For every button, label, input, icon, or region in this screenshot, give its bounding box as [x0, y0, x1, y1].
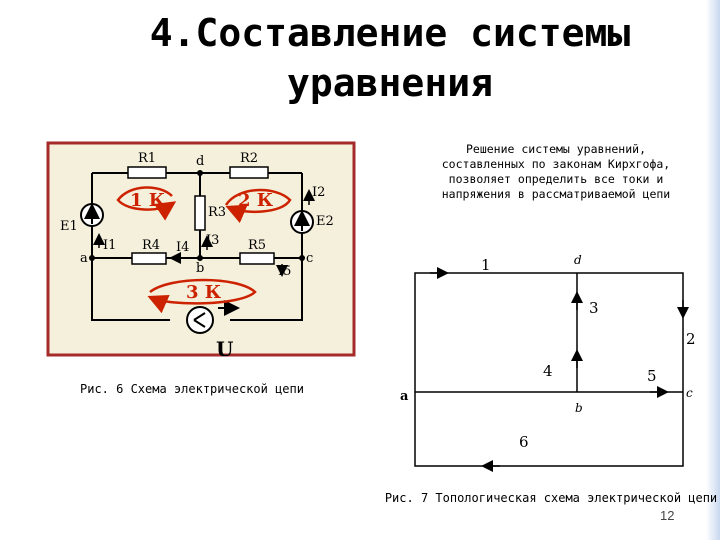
- figure7-caption: Рис. 7 Топологическая схема электрическо…: [384, 491, 718, 505]
- resistor-r2: [229, 166, 269, 179]
- label-r3: R3: [208, 205, 226, 220]
- label-r5: R5: [248, 238, 266, 253]
- label-i1: I1: [103, 238, 116, 253]
- label-c: c: [306, 251, 313, 266]
- decorative-strip: [706, 0, 720, 540]
- label-u: U: [216, 337, 233, 361]
- resistor-r5: [239, 252, 275, 265]
- label-r1: R1: [138, 151, 156, 166]
- label-i2: I2: [312, 185, 325, 200]
- resistor-r3: [194, 195, 206, 231]
- source-e2: [290, 210, 314, 234]
- current-arrows: [93, 189, 315, 277]
- label-r4: R4: [142, 238, 160, 253]
- loop-arrows: [116, 186, 292, 314]
- label-r2: R2: [240, 151, 258, 166]
- label-a: a: [80, 251, 88, 266]
- label-e2: E2: [316, 214, 334, 229]
- label-i3: I3: [206, 233, 219, 248]
- label-e1: E1: [60, 219, 78, 234]
- slide-title: 4.Составление системы уравнения: [149, 11, 631, 105]
- voltage-source-u: [186, 300, 240, 334]
- label-i5: I5: [278, 264, 291, 279]
- description-text: Решение системы уравнений, составленных …: [441, 142, 671, 201]
- label-d: d: [196, 154, 204, 169]
- resistor-r1: [127, 166, 167, 179]
- page-number: 12: [660, 508, 675, 523]
- label-b: b: [196, 261, 204, 276]
- loop-2-label: 2 К: [238, 190, 274, 211]
- circuit-node-dots: [89, 170, 305, 261]
- figure6-caption: Рис. 6 Схема электрической цепи: [80, 382, 304, 396]
- loop-1-label: 1 К: [130, 190, 166, 211]
- loop-3-label: 3 К: [186, 282, 222, 303]
- resistor-r4: [131, 252, 167, 265]
- label-i4: I4: [176, 240, 189, 255]
- source-e1: [80, 203, 104, 227]
